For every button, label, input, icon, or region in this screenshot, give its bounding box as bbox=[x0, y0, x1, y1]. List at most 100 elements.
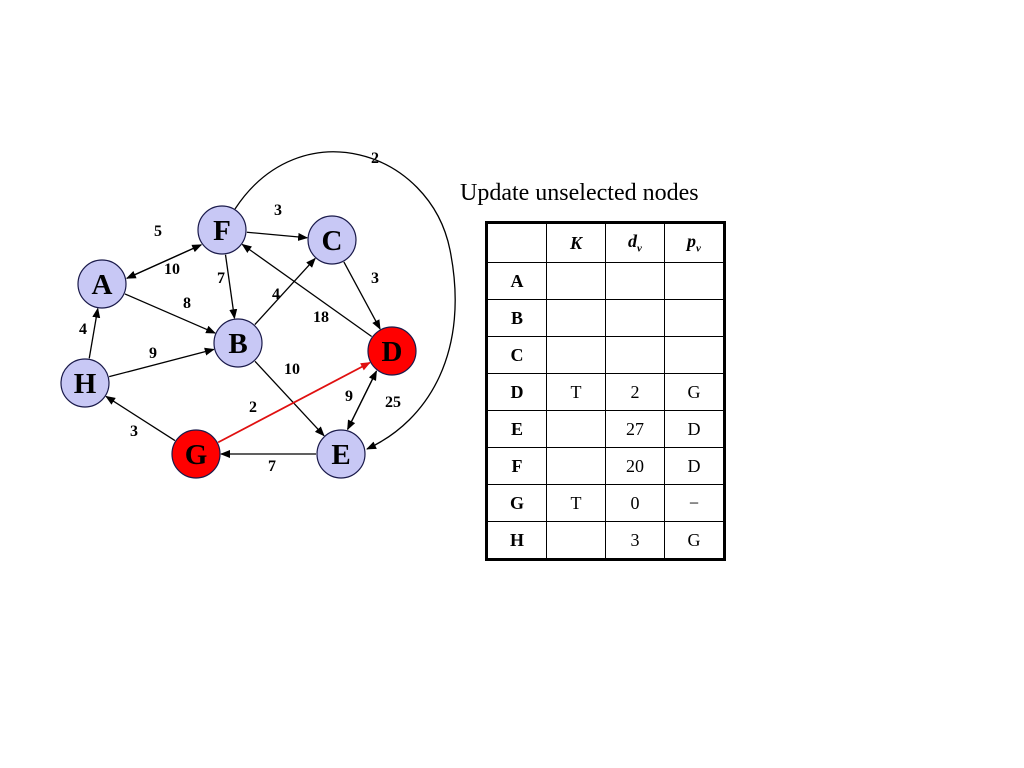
node-e: E bbox=[316, 429, 366, 479]
edge-g-d bbox=[217, 361, 371, 444]
node-f: F bbox=[197, 205, 247, 255]
cell-known bbox=[546, 336, 606, 374]
edge-weight-g-h: 3 bbox=[130, 423, 138, 440]
header-known-label: K bbox=[569, 232, 582, 253]
cell-prev bbox=[664, 336, 725, 374]
cell-prev: D bbox=[664, 447, 725, 485]
header-dist-label: d bbox=[628, 231, 638, 252]
edge-weight-b-c: 4 bbox=[272, 286, 280, 303]
edge-a-b bbox=[124, 293, 216, 334]
cell-node: F bbox=[486, 447, 547, 485]
node-circle bbox=[316, 429, 366, 479]
edge-h-b bbox=[109, 347, 215, 378]
node-label: A bbox=[92, 269, 113, 301]
cell-dist bbox=[605, 299, 665, 337]
cell-known bbox=[546, 447, 606, 485]
edge-weight-f-c: 3 bbox=[274, 202, 282, 219]
edge-weight-c-d: 3 bbox=[371, 270, 379, 287]
cell-dist bbox=[605, 336, 665, 374]
node-c: C bbox=[307, 215, 357, 265]
edge-h-a bbox=[88, 307, 101, 359]
node-label: F bbox=[213, 215, 231, 247]
cell-known bbox=[546, 521, 606, 560]
cell-prev: G bbox=[664, 373, 725, 411]
node-d: D bbox=[367, 326, 417, 376]
cell-known bbox=[546, 262, 606, 300]
edge-b-c bbox=[254, 257, 316, 325]
header-prev: pv bbox=[664, 222, 725, 263]
node-label: D bbox=[382, 336, 403, 368]
cell-prev: D bbox=[664, 410, 725, 448]
header-prev-subscript: v bbox=[696, 242, 701, 255]
node-b: B bbox=[213, 318, 263, 368]
node-circle bbox=[197, 205, 247, 255]
header-dist-subscript: v bbox=[637, 242, 642, 255]
header-prev-label: p bbox=[687, 231, 697, 252]
node-g: G bbox=[171, 429, 221, 479]
edge-weight-h-b: 9 bbox=[149, 345, 157, 362]
cell-known bbox=[546, 299, 606, 337]
edge-weight-e-d: 9 bbox=[345, 388, 353, 405]
table-row: B bbox=[486, 299, 725, 337]
node-circle bbox=[367, 326, 417, 376]
cell-known: T bbox=[546, 373, 606, 411]
edge-d-e bbox=[347, 370, 378, 431]
header-node bbox=[486, 222, 547, 263]
table-title: Update unselected nodes bbox=[460, 180, 699, 206]
node-circle bbox=[171, 429, 221, 479]
node-label: H bbox=[74, 368, 97, 400]
cell-node: A bbox=[486, 262, 547, 300]
cell-node: H bbox=[486, 521, 547, 560]
edge-weight-f-a: 5 bbox=[154, 223, 162, 240]
cell-prev bbox=[664, 262, 725, 300]
cell-node: C bbox=[486, 336, 547, 374]
cell-dist: 0 bbox=[605, 484, 665, 522]
edge-g-h bbox=[105, 395, 176, 442]
cell-node: G bbox=[486, 484, 547, 522]
cell-known bbox=[546, 410, 606, 448]
header-dist: dv bbox=[605, 222, 665, 263]
header-known: K bbox=[546, 222, 606, 263]
node-circle bbox=[77, 259, 127, 309]
edge-weight-a-b: 8 bbox=[183, 295, 191, 312]
edge-weight-f-e: 2 bbox=[371, 150, 379, 167]
cell-node: D bbox=[486, 373, 547, 411]
cell-dist: 27 bbox=[605, 410, 665, 448]
node-label: G bbox=[185, 439, 208, 471]
cell-prev bbox=[664, 299, 725, 337]
cell-prev: G bbox=[664, 521, 725, 560]
cell-dist: 3 bbox=[605, 521, 665, 560]
node-a: A bbox=[77, 259, 127, 309]
cell-dist: 2 bbox=[605, 373, 665, 411]
edge-weight-e-g: 7 bbox=[268, 458, 276, 475]
edge-weight-d-f: 18 bbox=[313, 309, 329, 326]
edge-b-e bbox=[254, 360, 325, 437]
node-circle bbox=[307, 215, 357, 265]
node-circle bbox=[213, 318, 263, 368]
table-row: C bbox=[486, 336, 725, 374]
table-header-row: K dv pv bbox=[486, 222, 725, 263]
edge-f-c bbox=[246, 231, 309, 241]
cell-node: B bbox=[486, 299, 547, 337]
edge-a-f bbox=[126, 244, 203, 279]
table-row: A bbox=[486, 262, 725, 300]
edge-weight-a-f: 10 bbox=[164, 261, 180, 278]
cell-dist bbox=[605, 262, 665, 300]
edge-weight-g-d: 2 bbox=[249, 399, 257, 416]
edge-c-d bbox=[343, 261, 381, 330]
edge-f-e bbox=[234, 151, 456, 450]
cell-prev: − bbox=[664, 484, 725, 522]
node-circle bbox=[60, 358, 110, 408]
edge-weight-f-b: 7 bbox=[217, 270, 225, 287]
edge-d-f bbox=[241, 243, 373, 338]
node-label: C bbox=[322, 225, 343, 257]
node-label: E bbox=[331, 439, 350, 471]
edge-weight-b-e: 10 bbox=[284, 361, 300, 378]
